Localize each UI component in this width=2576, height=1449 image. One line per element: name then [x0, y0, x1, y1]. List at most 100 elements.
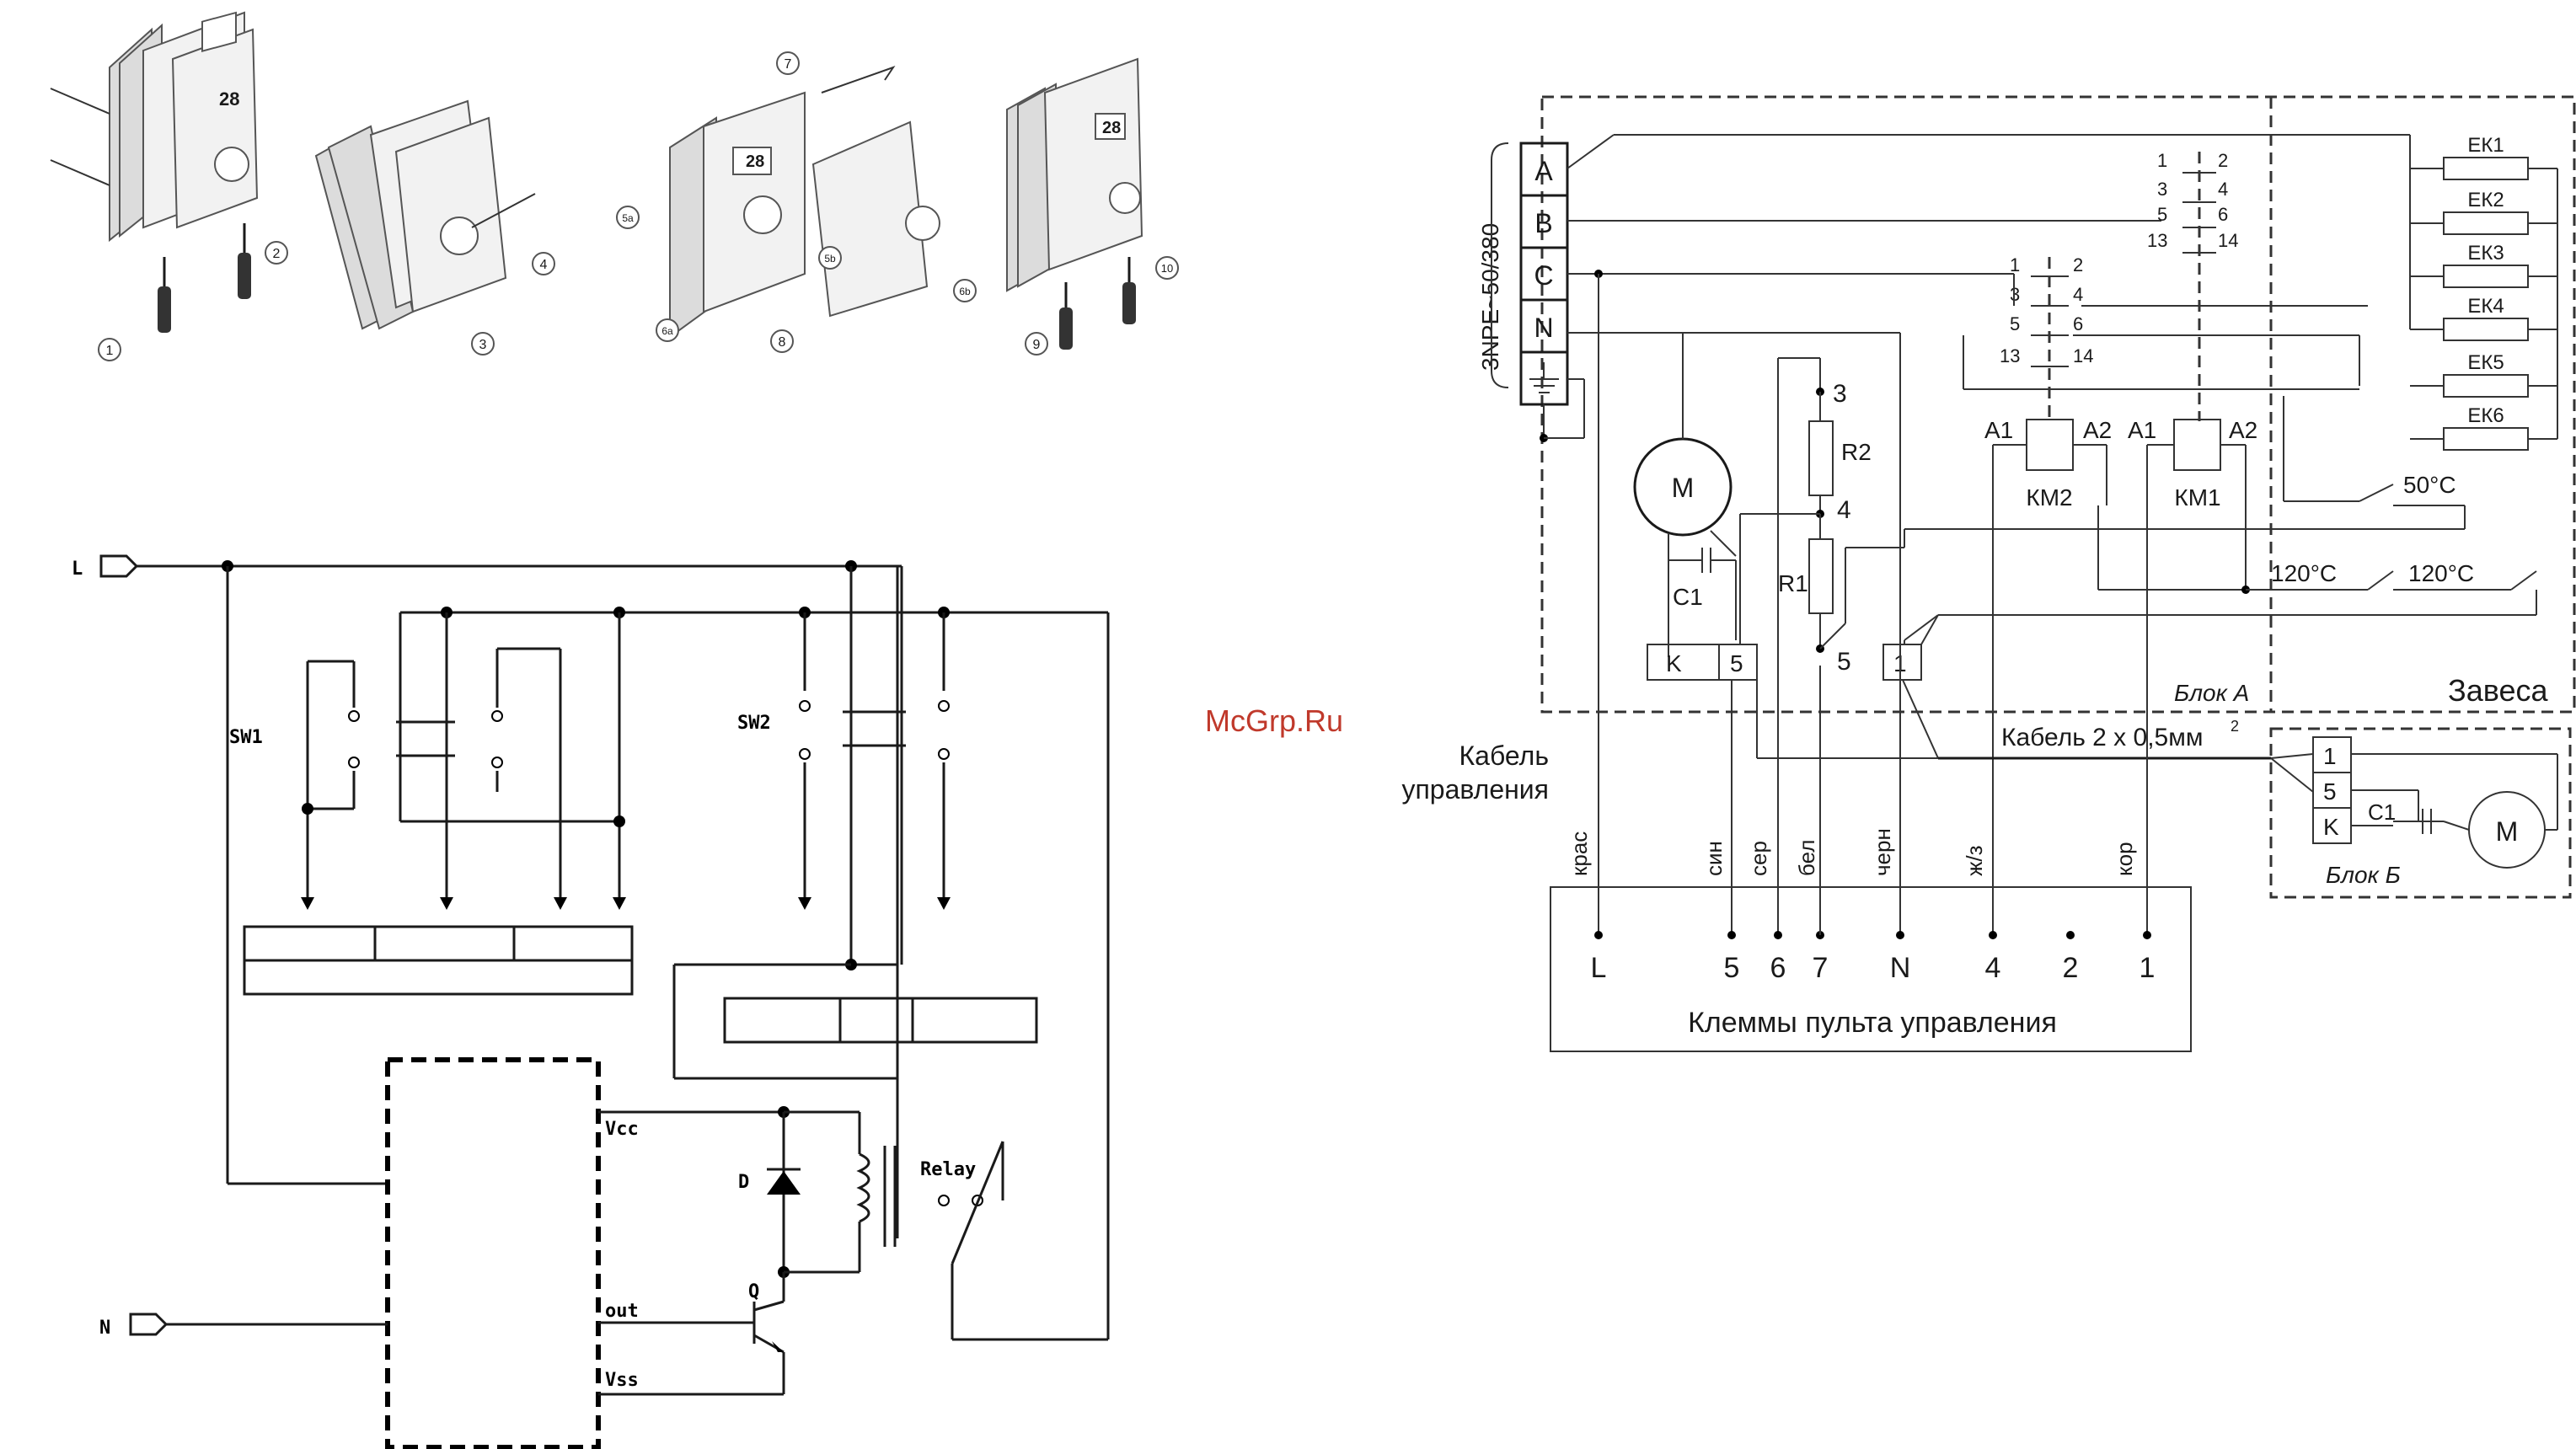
screwdriver-icons	[158, 223, 1136, 350]
svg-text:14: 14	[2073, 345, 2093, 366]
step-number-10: 10	[1161, 262, 1173, 275]
heater-EK6: ЕК6	[2467, 404, 2504, 427]
node-4: 4	[1837, 496, 1851, 524]
label-C1: C1	[1673, 584, 1703, 610]
b-box-K: K	[2323, 814, 2339, 840]
svg-text:5: 5	[2010, 313, 2020, 334]
label-D: D	[738, 1172, 749, 1193]
step-number-8: 8	[779, 335, 786, 350]
step-number-5b: 5b	[824, 253, 836, 265]
label-Relay: Relay	[920, 1159, 976, 1180]
label-120C-b: 120°C	[2408, 560, 2474, 586]
supply-label: 3NPE~50/380	[1477, 223, 1503, 371]
b-box-5: 5	[2323, 778, 2337, 805]
terminal-A: A	[1534, 156, 1553, 186]
thermostat-schematic: L SW1	[72, 554, 1110, 1449]
motor-icon: M	[1633, 437, 1733, 537]
contactor-km1-contacts: 1 2 3 4 5 6 13 14	[2147, 150, 2238, 421]
terminal-2: 2	[2063, 952, 2079, 984]
svg-text:13: 13	[2000, 345, 2020, 366]
curtain-schematic: 3NPE~50/380 A B C N	[1401, 95, 2576, 1052]
terminal-N-panel: N	[1890, 952, 1911, 984]
step-number-4: 4	[540, 258, 548, 272]
heater-EK1: ЕК1	[2467, 134, 2504, 157]
step-number-5a: 5a	[622, 212, 634, 224]
step-number-1: 1	[106, 344, 114, 358]
cable-spec: Кабель 2 х 0,5мм	[2001, 724, 2203, 751]
label-curtain: Завеса	[2448, 673, 2549, 708]
step-number-2: 2	[273, 247, 281, 261]
heater-EK4: ЕК4	[2467, 295, 2504, 318]
svg-text:2: 2	[2073, 254, 2083, 275]
terminal-5: 5	[1724, 952, 1740, 984]
step-markers: 1 2 3 4 5a 5b 6a 6b 7 8 9 10	[98, 51, 1179, 361]
svg-text:3: 3	[2157, 179, 2167, 200]
heater-EK3: ЕК3	[2467, 242, 2504, 265]
device-sketch-1	[50, 11, 259, 243]
svg-text:6: 6	[2218, 204, 2228, 225]
terminal-L: L	[1591, 952, 1607, 984]
cable-label-2: управления	[1401, 774, 1549, 805]
b-box-1: 1	[2323, 743, 2337, 769]
terminal-B: B	[1534, 208, 1552, 238]
svg-text:4: 4	[2073, 284, 2083, 305]
label-Vcc: Vcc	[605, 1119, 639, 1140]
installation-sketches: 1 2 3 4 5a 5b 6a 6b 7 8 9 10 28 28 28	[50, 11, 1179, 361]
contactor-km2-contacts: 1 2 3 4 5 6 13 14	[1963, 254, 2368, 421]
wire-color-gray: сер	[1746, 841, 1771, 876]
control-panel-terminals	[1550, 886, 2192, 1052]
heater-EK2: ЕК2	[2467, 189, 2504, 211]
node-5: 5	[1837, 648, 1851, 676]
wire-color-blue: син	[1701, 841, 1727, 876]
device-sketch-4	[1006, 57, 1143, 292]
label-R1: R1	[1778, 570, 1808, 596]
terminal-7: 7	[1813, 952, 1829, 984]
terminal-4: 4	[1985, 952, 2001, 984]
coil-km2: A1 A2 КМ2	[1984, 417, 2112, 935]
svg-text:3: 3	[2010, 284, 2020, 305]
device-sketch-3	[669, 66, 940, 339]
motor-b-icon: M	[2468, 791, 2546, 869]
label-block-B: Блок Б	[2326, 862, 2401, 888]
label-Vss: Vss	[605, 1370, 639, 1391]
svg-text:M: M	[1672, 473, 1695, 503]
label-SW2: SW2	[737, 713, 771, 734]
step-number-3: 3	[479, 338, 487, 352]
svg-text:A1: A1	[2128, 417, 2156, 443]
b-label-C1: C1	[2368, 799, 2396, 825]
label-N: N	[99, 1318, 110, 1339]
label-block-A: Блок А	[2174, 680, 2249, 706]
label-L: L	[72, 559, 83, 580]
display-reading-1: 28	[219, 88, 239, 110]
cable-spec-sup: 2	[2231, 718, 2239, 735]
ground-icon	[1529, 362, 1559, 393]
svg-text:A2: A2	[2083, 417, 2112, 443]
step-number-9: 9	[1033, 338, 1041, 352]
label-50C: 50°C	[2403, 472, 2456, 498]
cable-label-1: Кабель	[1459, 741, 1549, 771]
svg-text:1: 1	[2157, 150, 2167, 171]
label-Q: Q	[748, 1281, 759, 1302]
label-KM2: КМ2	[2026, 484, 2072, 511]
terminal-N: N	[1534, 313, 1553, 343]
svg-text:M: M	[2496, 816, 2519, 847]
svg-text:2: 2	[2218, 150, 2228, 171]
wire-color-black: черн	[1870, 828, 1895, 876]
step-number-6a: 6a	[661, 325, 673, 337]
wire-color-yellow-green: ж/з	[1962, 845, 1987, 876]
label-SW1: SW1	[229, 727, 263, 748]
label-R2: R2	[1841, 439, 1872, 465]
label-out: out	[605, 1301, 639, 1322]
step-number-7: 7	[785, 57, 792, 72]
wire-color-white: бел	[1794, 840, 1819, 876]
label-120C-a: 120°C	[2271, 560, 2337, 586]
wire-color-red: крас	[1566, 831, 1592, 876]
panel-title: Клеммы пульта управления	[1688, 1007, 2057, 1039]
terminal-6: 6	[1770, 952, 1786, 984]
svg-text:4: 4	[2218, 179, 2228, 200]
heater-EK5: ЕК5	[2467, 351, 2504, 374]
wire-color-brown: кор	[2112, 842, 2137, 876]
node-3: 3	[1833, 380, 1847, 408]
svg-text:13: 13	[2147, 230, 2167, 251]
label-KM1: КМ1	[2174, 484, 2220, 511]
